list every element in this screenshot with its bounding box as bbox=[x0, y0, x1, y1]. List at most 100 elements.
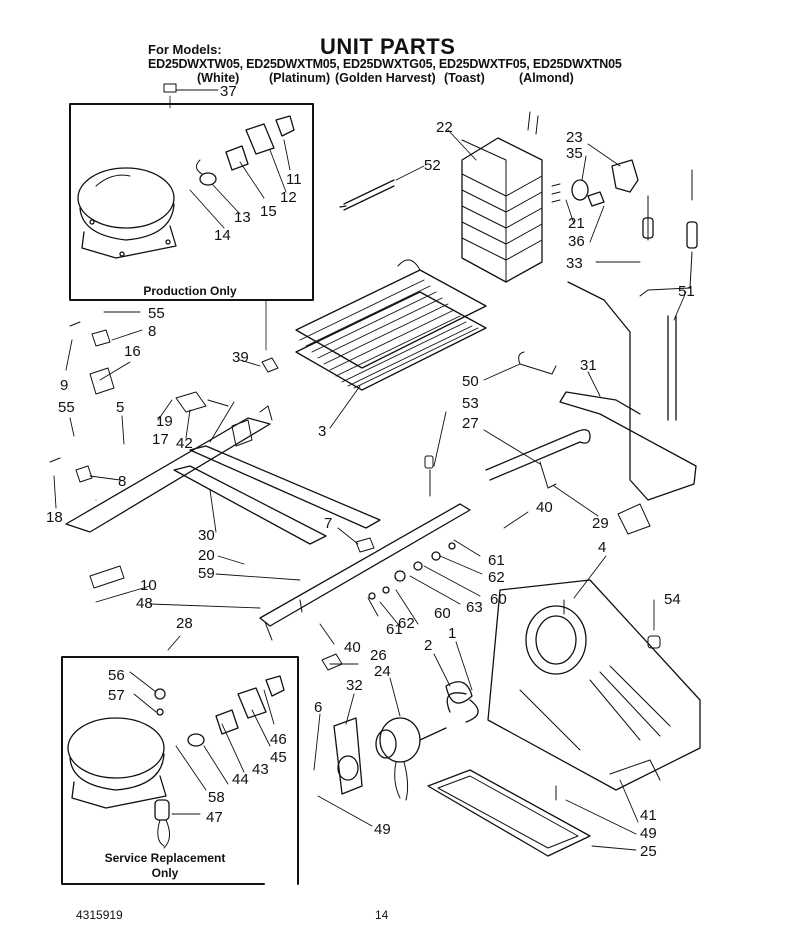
callout-63: 63 bbox=[466, 599, 483, 616]
page-number: 14 bbox=[375, 908, 389, 922]
callout-62: 62 bbox=[488, 569, 505, 586]
callout-19: 19 bbox=[156, 413, 173, 430]
callout-24: 24 bbox=[374, 663, 391, 680]
callout-12: 12 bbox=[280, 189, 297, 206]
callout-18: 18 bbox=[46, 509, 63, 526]
callout-9: 9 bbox=[60, 377, 68, 394]
callout-47: 47 bbox=[206, 809, 223, 826]
callout-4: 4 bbox=[598, 539, 606, 556]
callout-58: 58 bbox=[208, 789, 225, 806]
production-only-box bbox=[69, 103, 314, 301]
callout-44: 44 bbox=[232, 771, 249, 788]
callout-49: 49 bbox=[374, 821, 391, 838]
callout-45: 45 bbox=[270, 749, 287, 766]
callout-5: 5 bbox=[116, 399, 124, 416]
callout-17: 17 bbox=[152, 431, 169, 448]
color-golden-harvest: (Golden Harvest) bbox=[335, 71, 436, 85]
callout-8: 8 bbox=[148, 323, 156, 340]
base-frame bbox=[65, 405, 381, 545]
callout-59: 59 bbox=[198, 565, 215, 582]
callout-61: 61 bbox=[488, 552, 505, 569]
document-number: 4315919 bbox=[76, 908, 123, 922]
service-replacement-box bbox=[61, 656, 299, 885]
leader-lines bbox=[53, 89, 687, 851]
callout-39: 39 bbox=[232, 349, 249, 366]
callout-37: 37 bbox=[220, 83, 237, 100]
compressor-service bbox=[67, 675, 285, 849]
callout-3: 3 bbox=[318, 423, 326, 440]
callout-52: 52 bbox=[424, 157, 441, 174]
mounting-bracket bbox=[259, 503, 471, 627]
callout-16: 16 bbox=[124, 343, 141, 360]
callout-54: 54 bbox=[664, 591, 681, 608]
callout-46: 46 bbox=[270, 731, 287, 748]
compressor-production bbox=[77, 167, 177, 259]
callout-36: 36 bbox=[568, 233, 585, 250]
callout-42: 42 bbox=[176, 435, 193, 452]
callout-57: 57 bbox=[108, 687, 125, 704]
condenser-fan-motor bbox=[375, 717, 447, 801]
callout-60: 60 bbox=[490, 591, 507, 608]
defrost-heater bbox=[485, 429, 591, 481]
callout-10: 10 bbox=[140, 577, 157, 594]
service-replacement-label: Service Replacement bbox=[104, 851, 226, 865]
callout-26: 26 bbox=[370, 647, 387, 664]
suction-line bbox=[559, 281, 697, 501]
callout-21: 21 bbox=[568, 215, 585, 232]
callout-48: 48 bbox=[136, 595, 153, 612]
callout-23: 23 bbox=[566, 129, 583, 146]
color-almond: (Almond) bbox=[519, 71, 574, 85]
callout-13: 13 bbox=[234, 209, 251, 226]
callout-8: 8 bbox=[118, 473, 126, 490]
callout-20: 20 bbox=[198, 547, 215, 564]
fan-motor-bracket bbox=[333, 717, 363, 795]
defrost-thermostat bbox=[551, 159, 639, 207]
callout-43: 43 bbox=[252, 761, 269, 778]
callout-27: 27 bbox=[462, 415, 479, 432]
callout-61: 61 bbox=[386, 621, 403, 638]
callout-55: 55 bbox=[58, 399, 75, 416]
callout-35: 35 bbox=[566, 145, 583, 162]
callout-1: 1 bbox=[448, 625, 456, 642]
callout-56: 56 bbox=[108, 667, 125, 684]
callout-41: 41 bbox=[640, 807, 657, 824]
callout-14: 14 bbox=[214, 227, 231, 244]
callout-29: 29 bbox=[592, 515, 609, 532]
callout-25: 25 bbox=[640, 843, 657, 860]
relay-overload-production bbox=[196, 115, 295, 186]
service-only-label: Only bbox=[151, 866, 179, 880]
capillary-tube bbox=[667, 315, 677, 421]
callout-53: 53 bbox=[462, 395, 479, 412]
page-title: UNIT PARTS bbox=[320, 34, 456, 59]
callout-7: 7 bbox=[324, 515, 332, 532]
callout-2: 2 bbox=[424, 637, 432, 654]
condenser-fan-blade bbox=[445, 681, 479, 723]
callout-55: 55 bbox=[148, 305, 165, 322]
production-only-label: Production Only bbox=[143, 284, 237, 298]
callout-49: 49 bbox=[640, 825, 657, 842]
condenser-coil bbox=[295, 259, 487, 391]
drain-tube bbox=[339, 179, 395, 211]
callout-22: 22 bbox=[436, 119, 453, 136]
callout-28: 28 bbox=[176, 615, 193, 632]
fan-shroud-bracket bbox=[487, 579, 701, 791]
callout-11: 11 bbox=[286, 171, 302, 188]
callout-40: 40 bbox=[536, 499, 553, 516]
color-platinum: (Platinum) bbox=[269, 71, 331, 85]
drain-pan bbox=[427, 769, 591, 857]
evaporator-coil bbox=[461, 111, 543, 283]
callout-62: 62 bbox=[398, 615, 415, 632]
for-models-label: For Models: bbox=[148, 42, 222, 57]
model-numbers: ED25DWXTW05, ED25DWXTM05, ED25DWXTG05, E… bbox=[148, 57, 622, 71]
callout-30: 30 bbox=[198, 527, 215, 544]
callout-60: 60 bbox=[434, 605, 451, 622]
color-toast: (Toast) bbox=[444, 71, 485, 85]
callout-32: 32 bbox=[346, 677, 363, 694]
callout-51: 51 bbox=[678, 283, 695, 300]
callout-6: 6 bbox=[314, 699, 322, 716]
color-white: (White) bbox=[197, 71, 240, 85]
callout-33: 33 bbox=[566, 255, 583, 272]
